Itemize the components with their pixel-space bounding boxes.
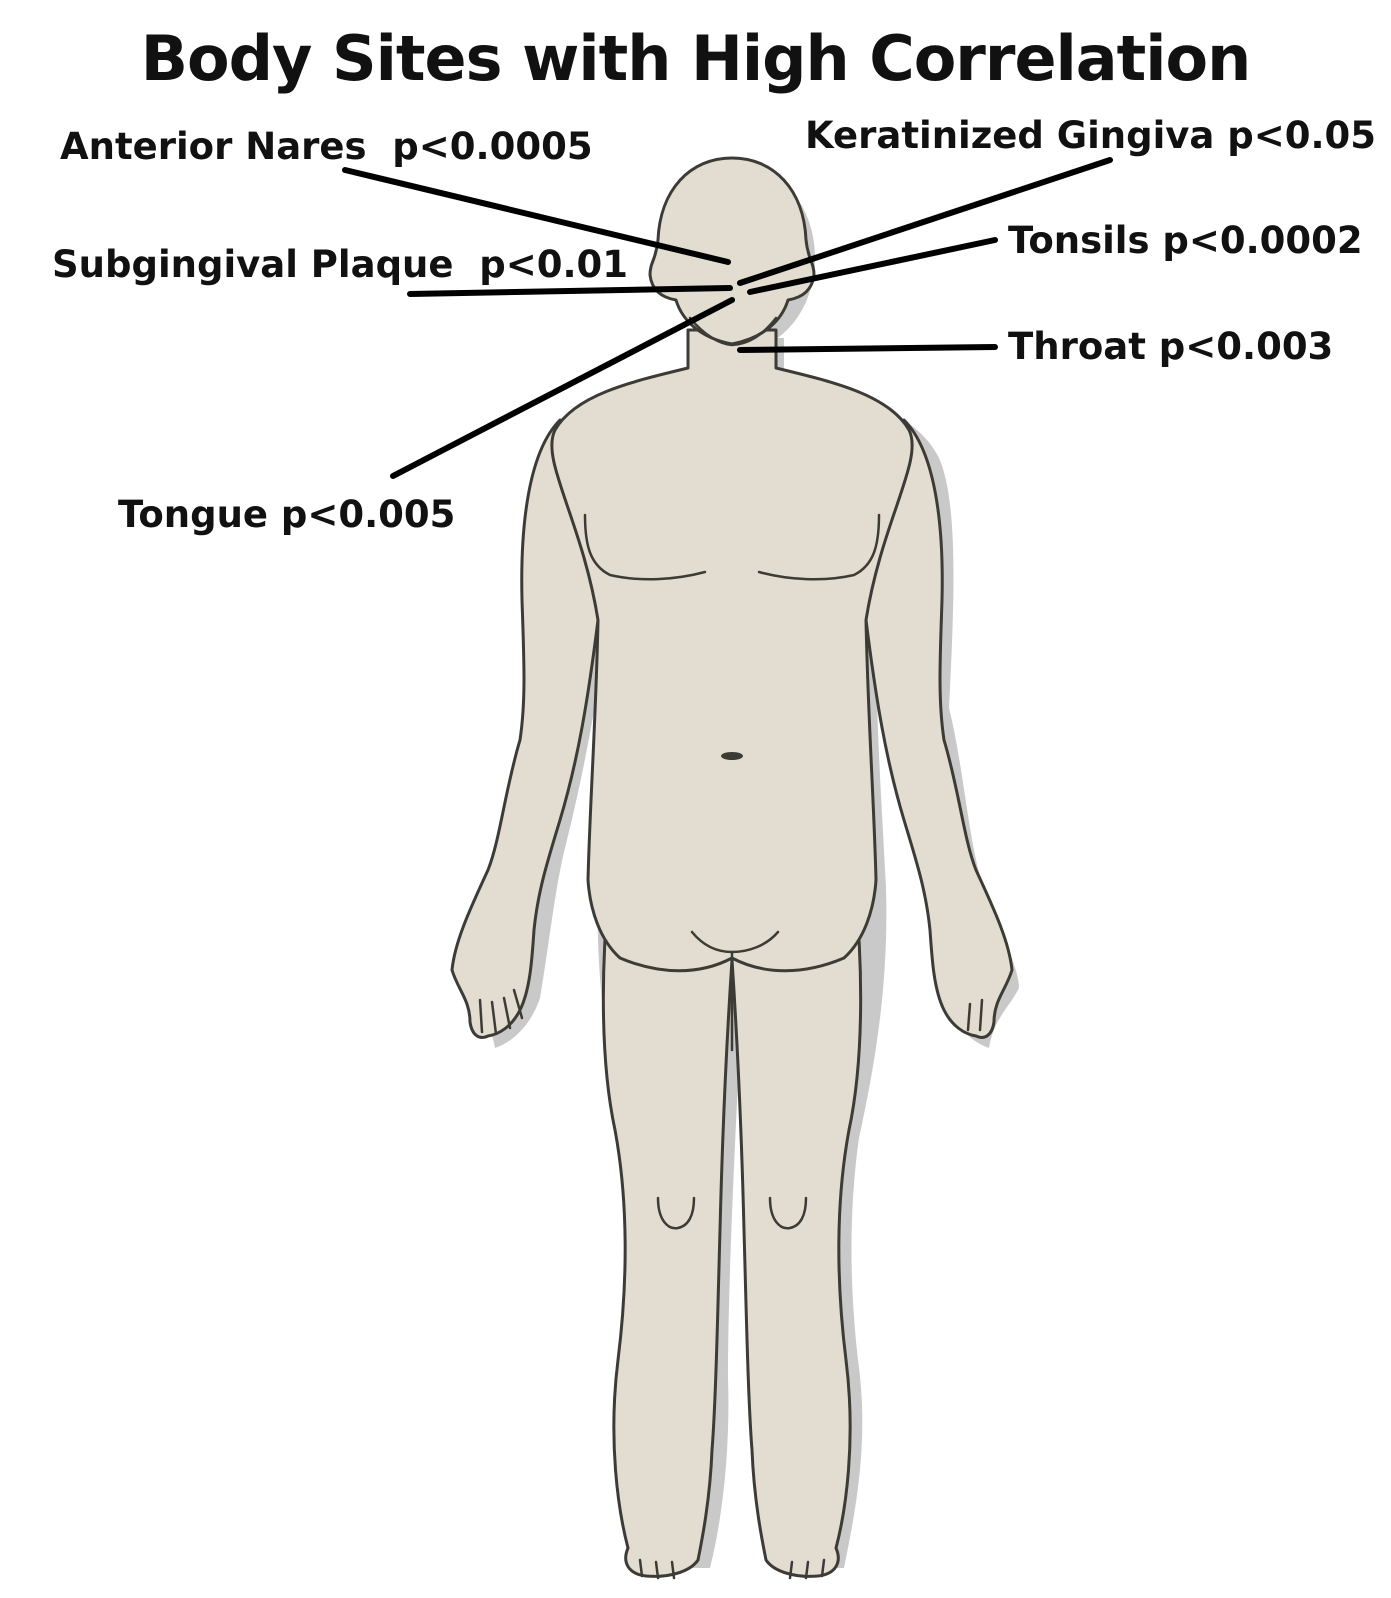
leader-throat [740, 347, 995, 350]
navel [721, 752, 743, 760]
human-body [452, 158, 1012, 1578]
torso [552, 330, 912, 971]
